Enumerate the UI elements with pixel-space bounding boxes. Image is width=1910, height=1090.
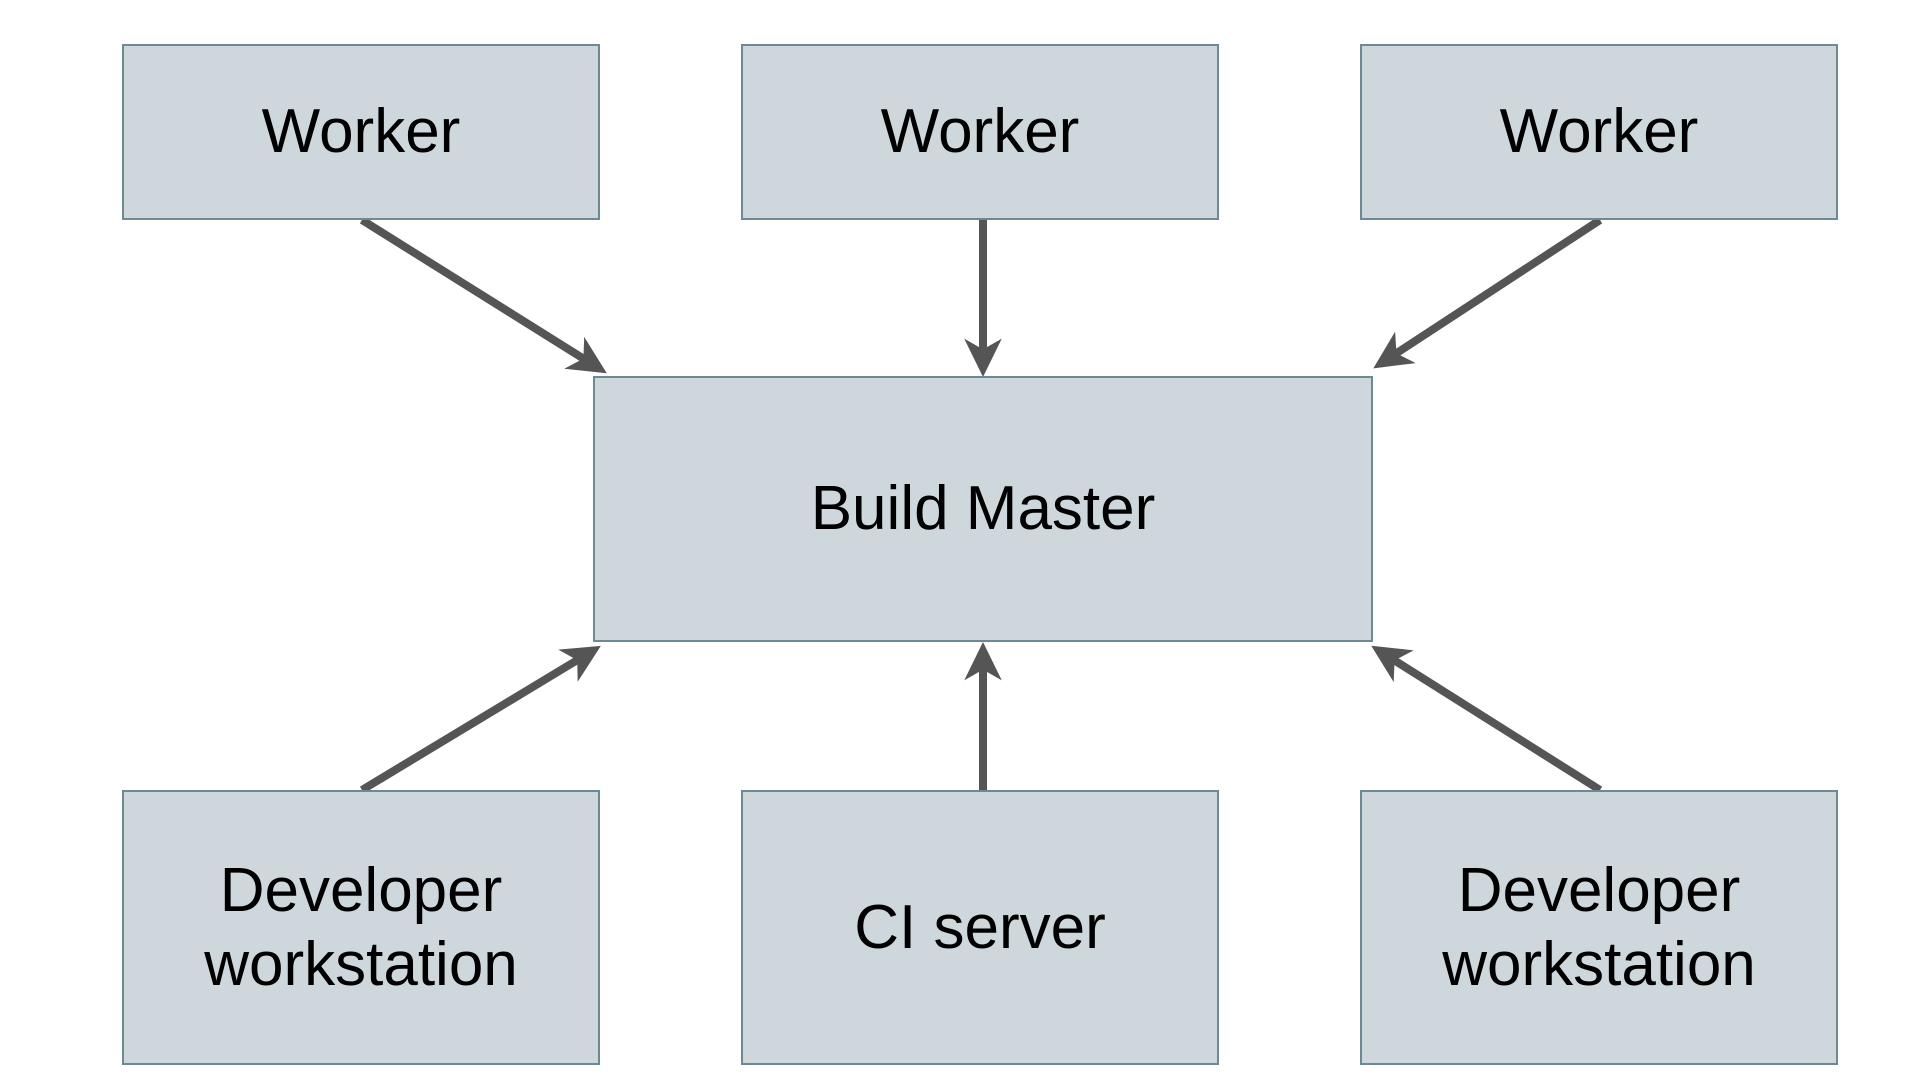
node-developer-workstation-right[interactable]: Developer workstation xyxy=(1360,790,1838,1065)
node-worker-2-label: Worker xyxy=(880,97,1080,167)
edge-worker-3-to-build-master xyxy=(1373,216,1603,369)
node-ci-server-label: CI server xyxy=(854,892,1106,962)
node-worker-1-label: Worker xyxy=(261,97,461,167)
node-worker-2[interactable]: Worker xyxy=(741,44,1219,220)
node-worker-3[interactable]: Worker xyxy=(1360,44,1838,220)
node-build-master[interactable]: Build Master xyxy=(593,376,1373,642)
edge-dev-ws-right-to-build-master xyxy=(1371,645,1603,794)
node-worker-1[interactable]: Worker xyxy=(122,44,600,220)
node-ci-server[interactable]: CI server xyxy=(741,790,1219,1065)
edge-worker-1-to-build-master xyxy=(359,216,607,374)
node-worker-3-label: Worker xyxy=(1499,97,1699,167)
node-developer-workstation-right-label: Developer workstation xyxy=(1442,856,1756,999)
node-developer-workstation-left-label: Developer workstation xyxy=(204,856,518,999)
node-developer-workstation-left[interactable]: Developer workstation xyxy=(122,790,600,1065)
edge-dev-ws-left-to-build-master xyxy=(359,645,601,794)
node-build-master-label: Build Master xyxy=(810,474,1156,544)
